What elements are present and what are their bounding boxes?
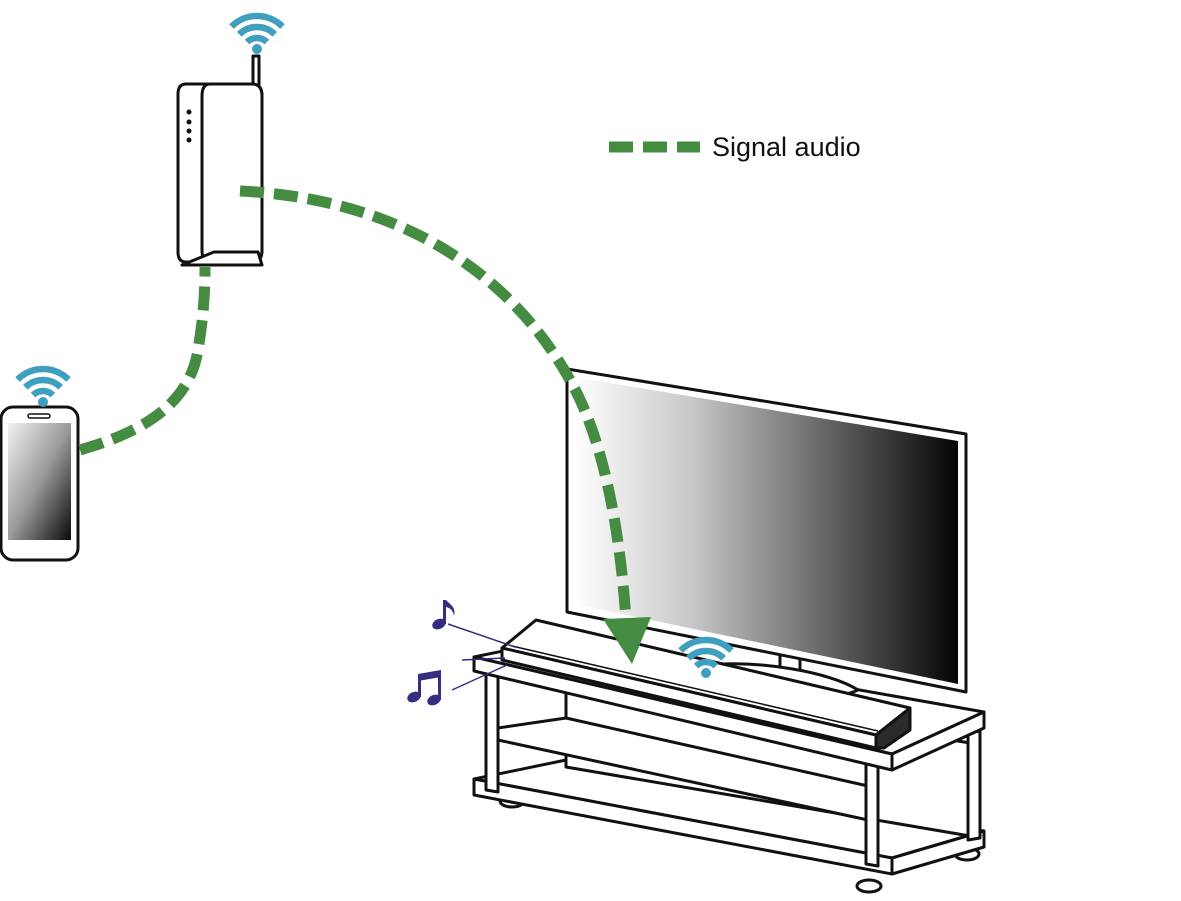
- wifi-dot: [38, 397, 48, 407]
- router-led: [186, 119, 192, 125]
- wifi-arc: [678, 636, 734, 653]
- wifi-arc: [693, 658, 719, 669]
- stand-leg-back-right: [966, 729, 982, 842]
- wifi-arc: [15, 365, 71, 382]
- stand-foot: [855, 878, 883, 894]
- router-led: [186, 137, 192, 143]
- signal-path-router-soundbar: [239, 185, 632, 621]
- television: [565, 367, 968, 699]
- router-stand: [180, 250, 264, 267]
- legend-label: Signal audio: [712, 132, 861, 162]
- wifi-arc: [229, 12, 285, 29]
- router-led: [186, 109, 192, 115]
- note-line: [461, 657, 506, 661]
- stand-bottom-shelf-side: [890, 829, 986, 876]
- signal-path-phone-router: [78, 266, 211, 456]
- audio-signal-paths: [78, 185, 632, 621]
- wifi-arc: [237, 23, 277, 37]
- router-front-panel: [200, 82, 264, 264]
- wifi-icon: [15, 365, 71, 407]
- note-line: [447, 623, 516, 648]
- stand-leg-left: [484, 668, 500, 794]
- music-note-icon: [432, 600, 455, 630]
- router-led: [186, 128, 192, 134]
- stand-leg-front-right: [864, 760, 880, 868]
- wifi-dot: [701, 668, 711, 678]
- signal-arrowhead: [603, 617, 651, 664]
- wifi-arc: [244, 34, 270, 45]
- legend: Signal audio: [609, 132, 861, 162]
- wifi-icon: [229, 12, 285, 54]
- smartphone: [0, 405, 80, 562]
- phone-screen: [8, 423, 71, 540]
- wifi-arc: [686, 647, 726, 661]
- music-note-icon: [407, 670, 441, 706]
- router: [176, 54, 264, 267]
- wifi-arc: [30, 387, 56, 398]
- wifi-dot: [252, 44, 262, 54]
- tv-screen: [574, 377, 958, 684]
- soundbar-groove: [511, 645, 879, 732]
- wifi-icon: [678, 636, 734, 678]
- music-notes: [407, 600, 516, 706]
- stand-top-side-edge: [890, 710, 986, 772]
- soundbar-end-cap: [874, 706, 912, 750]
- phone-speaker: [27, 413, 51, 419]
- note-line: [451, 664, 508, 691]
- wifi-arc: [23, 376, 63, 390]
